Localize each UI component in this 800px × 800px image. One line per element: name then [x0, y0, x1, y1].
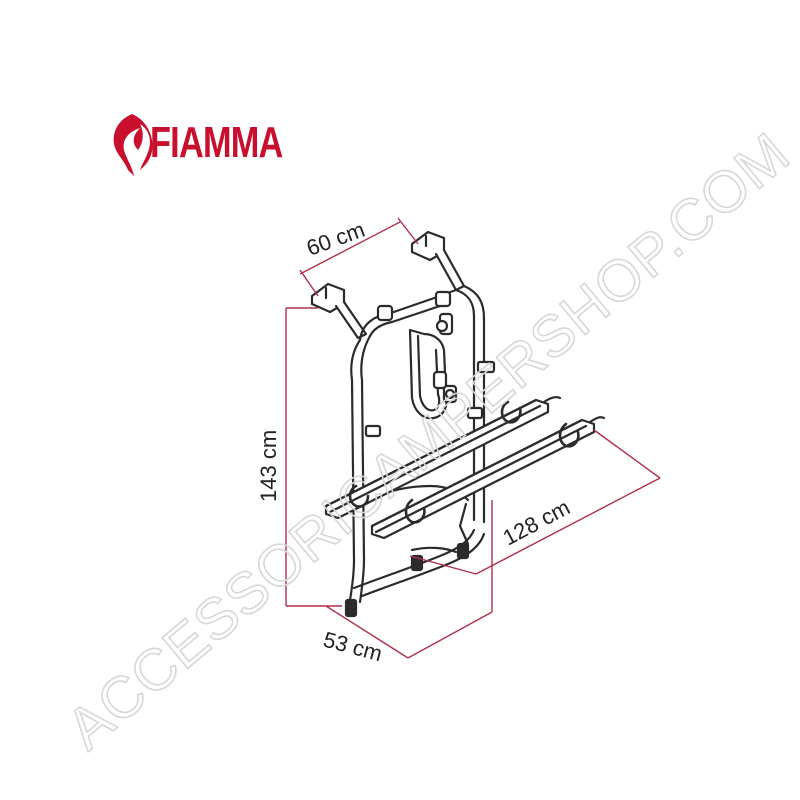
- watermark: ACCESSORICAMPERSHOP.COM: [55, 120, 800, 762]
- frame-clamps: [364, 290, 496, 438]
- top-width-dim-line: [299, 221, 401, 275]
- top-width-label: 60 cm: [303, 217, 368, 261]
- bike-rail-upper: [324, 396, 562, 520]
- frame-feet: [344, 542, 470, 618]
- top-bracket-right: [410, 230, 466, 292]
- fiamma-logo: FIAMMA: [110, 112, 310, 182]
- bike-rack-illustration: [310, 230, 606, 618]
- height-label: 143 cm: [256, 430, 281, 502]
- wheel-straps: [348, 400, 580, 524]
- length-dim-line: [475, 477, 661, 575]
- depth-label: 53 cm: [321, 627, 385, 667]
- dimension-lines: [285, 217, 661, 659]
- depth-dim-line: [325, 605, 409, 659]
- flame-icon: [113, 114, 153, 176]
- inner-loop: [408, 328, 448, 420]
- main-frame: [348, 284, 486, 604]
- top-bracket-left: [310, 282, 368, 340]
- brand-name: FIAMMA: [150, 118, 283, 167]
- bike-rail-lower: [370, 416, 606, 540]
